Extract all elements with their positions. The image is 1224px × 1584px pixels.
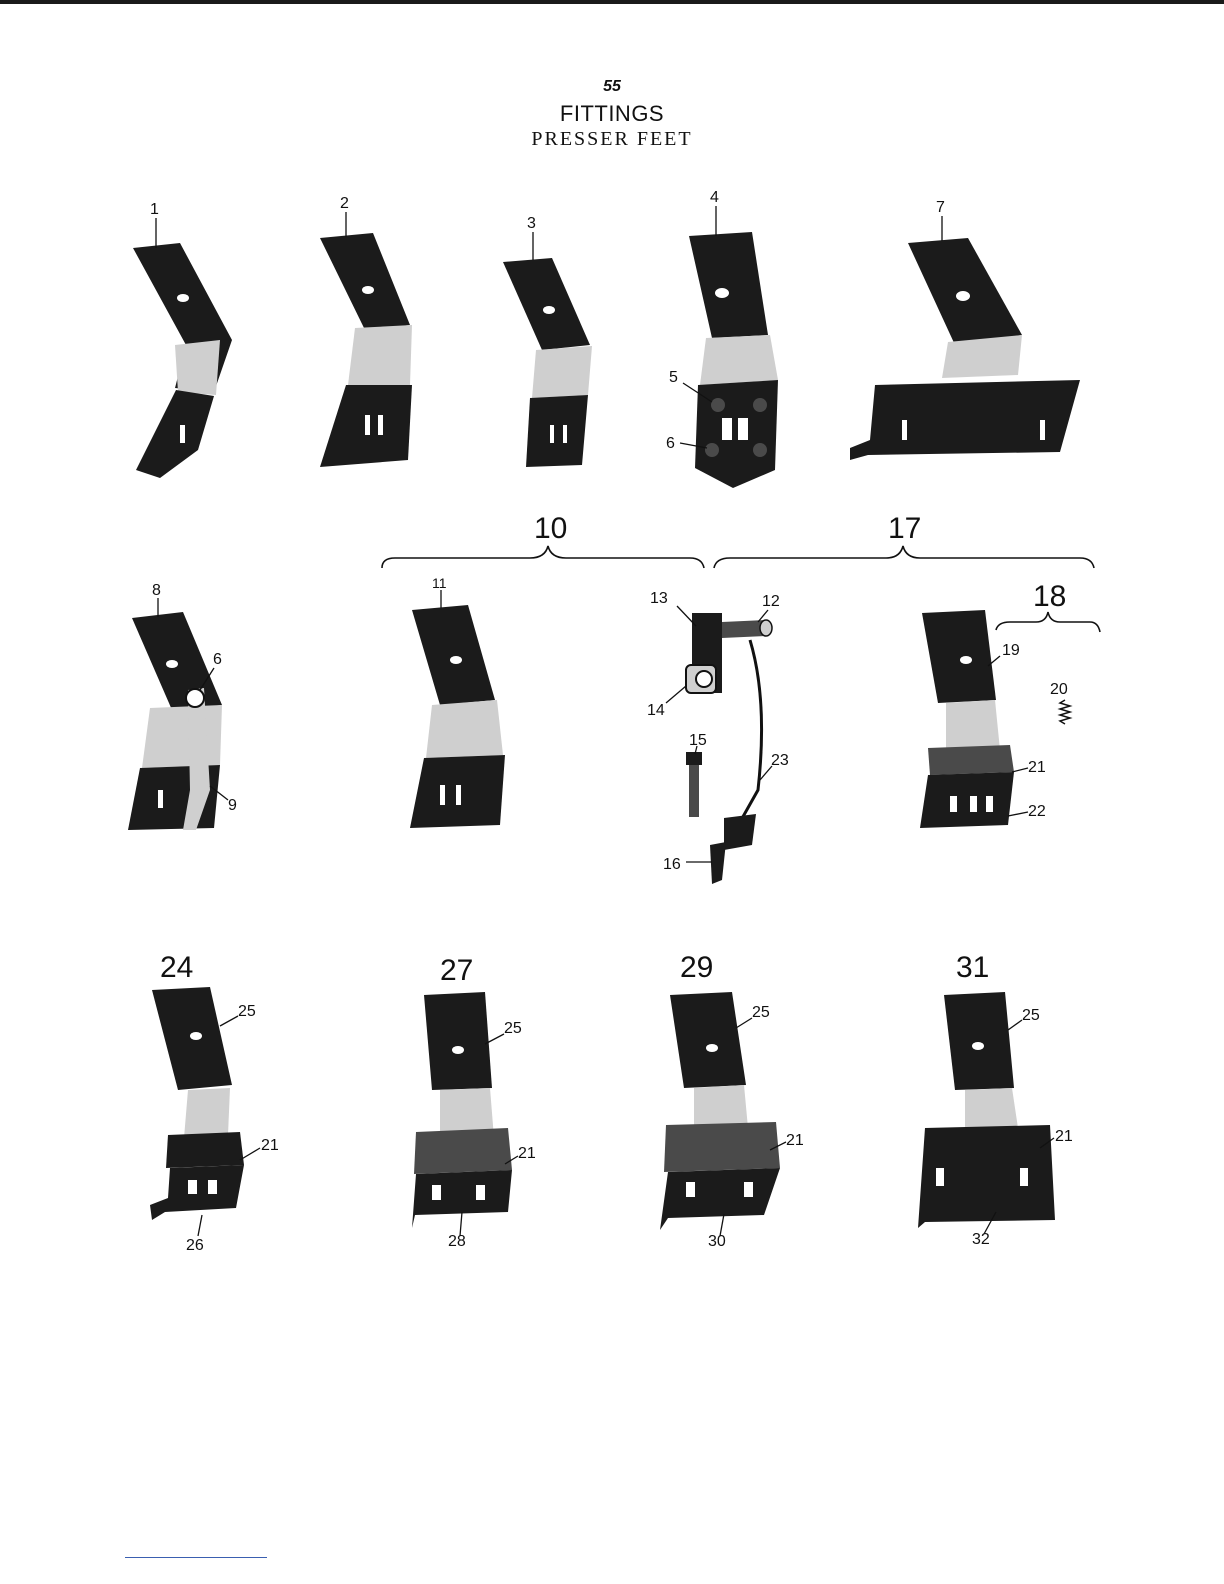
callout-24: 24 (160, 951, 193, 984)
presser-foot-27 (412, 992, 512, 1228)
callout-6a: 6 (666, 435, 675, 452)
callout-1: 1 (150, 201, 159, 218)
brace-10 (382, 546, 704, 568)
callout-21b: 21 (261, 1137, 279, 1154)
callout-25b: 25 (504, 1020, 522, 1037)
callout-16: 16 (663, 856, 681, 873)
callout-13: 13 (650, 590, 668, 607)
callout-23: 23 (771, 752, 789, 769)
callout-12: 12 (762, 593, 780, 610)
callout-25c: 25 (752, 1004, 770, 1021)
presser-foot-31 (918, 992, 1055, 1228)
callout-21a: 21 (1028, 759, 1046, 776)
leader-21b (240, 1148, 260, 1160)
presser-foot-4 (689, 232, 778, 488)
presser-foot-7 (850, 238, 1080, 460)
presser-foot-8 (128, 612, 222, 830)
callout-18: 18 (1033, 580, 1066, 613)
callout-10: 10 (534, 512, 567, 545)
brace-18 (996, 612, 1100, 632)
callout-29: 29 (680, 951, 713, 984)
presser-foot-11 (410, 605, 505, 828)
callout-20: 20 (1050, 681, 1068, 698)
leader-26 (198, 1215, 202, 1236)
callout-14: 14 (647, 702, 665, 719)
callout-21d: 21 (786, 1132, 804, 1149)
callout-32: 32 (972, 1231, 990, 1248)
callout-28: 28 (448, 1233, 466, 1250)
callout-22: 22 (1028, 803, 1046, 820)
callout-11: 11 (432, 575, 447, 591)
leader-21a (1012, 768, 1028, 772)
callout-8: 8 (152, 582, 161, 599)
callout-5: 5 (669, 369, 678, 386)
leader-22 (1008, 812, 1028, 816)
callout-7: 7 (936, 199, 945, 216)
callout-3: 3 (527, 215, 536, 232)
callout-21c: 21 (518, 1145, 536, 1162)
brace-17 (714, 546, 1094, 568)
presser-foot-17 (920, 610, 1014, 828)
callout-31: 31 (956, 951, 989, 984)
presser-foot-3 (503, 258, 592, 467)
bottom-rule (125, 1557, 267, 1558)
presser-foot-24 (150, 987, 244, 1220)
leader-25d (1008, 1020, 1022, 1030)
callout-4: 4 (710, 189, 719, 206)
leader-25c (736, 1018, 752, 1028)
callout-6b: 6 (213, 651, 222, 668)
presser-foot-1 (133, 243, 232, 478)
callout-2: 2 (340, 195, 349, 212)
callout-9: 9 (228, 797, 237, 814)
presser-foot-29 (660, 992, 780, 1230)
callout-25d: 25 (1022, 1007, 1040, 1024)
callout-30: 30 (708, 1233, 726, 1250)
spring-20 (1060, 700, 1070, 724)
callout-26: 26 (186, 1237, 204, 1254)
leader-25a (220, 1016, 238, 1026)
callout-21e: 21 (1055, 1128, 1073, 1145)
callout-15: 15 (689, 732, 707, 749)
callout-25a: 25 (238, 1003, 256, 1020)
leader-14 (666, 686, 686, 703)
callout-19: 19 (1002, 642, 1020, 659)
callout-17: 17 (888, 512, 921, 545)
presser-foot-2 (320, 233, 412, 467)
callout-27: 27 (440, 954, 473, 987)
